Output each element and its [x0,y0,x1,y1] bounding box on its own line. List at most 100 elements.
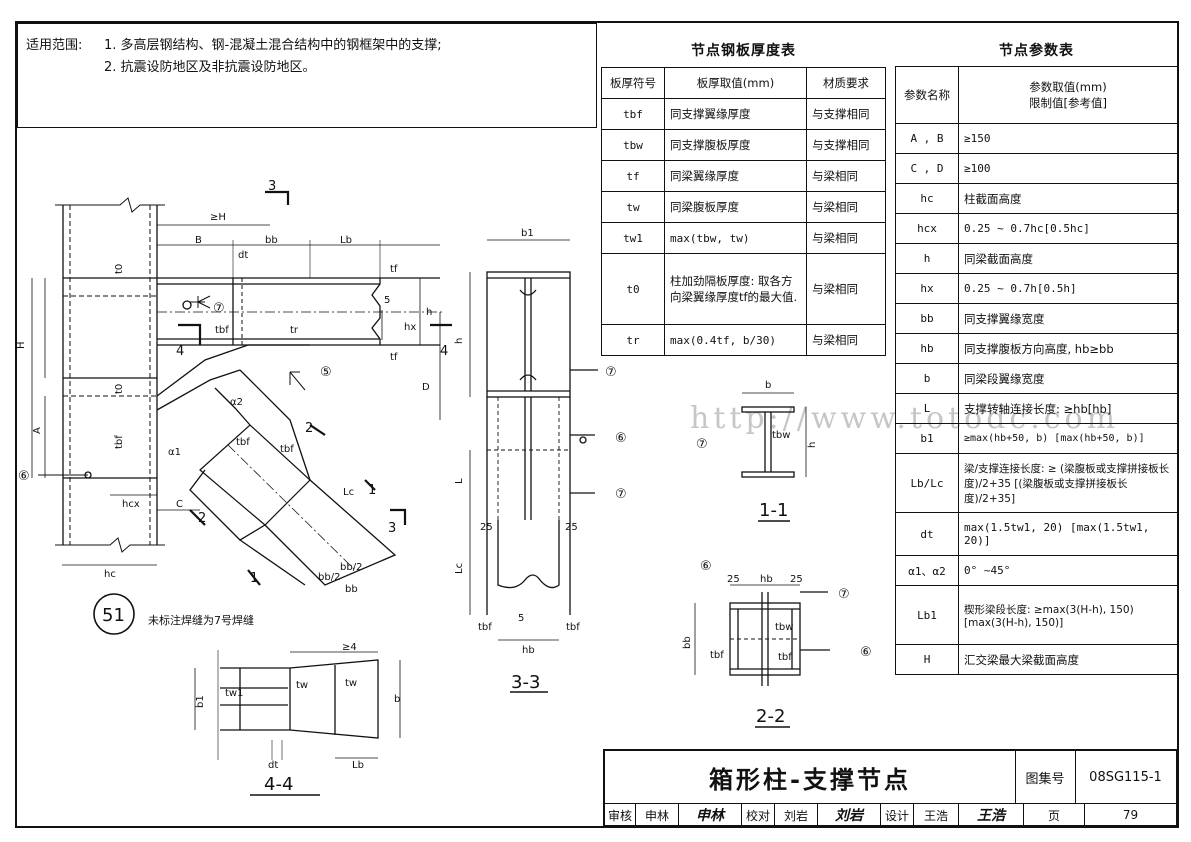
cell: tbw [601,129,665,161]
section-mark-4-left: 4 [176,344,184,359]
dim-B: B [195,235,202,246]
dim-tbf-33b: tbf [566,622,580,633]
cell: 梁/支撑连接长度: ≥ (梁腹板或支撑拼接板长度)/2+35 [(梁腹板或支撑拼… [958,453,1178,513]
section-mark-3-bot: 3 [388,521,396,536]
dim-tw1: tw1 [225,688,243,699]
dim-25-33a: 25 [480,522,493,533]
cell: 与梁相同 [806,222,886,254]
param-table-title: 节点参数表 [999,42,1074,59]
dim-gt4: ≥4 [342,642,357,653]
checker-signature: 刘岩 [818,804,881,826]
atlas-label: 图集号 [1015,751,1076,803]
cell: 同支撑腹板厚度 [664,129,807,161]
dim-bb-brace: bb [345,584,358,595]
cell: tf [601,160,665,192]
cell: max(tbw, tw) [664,222,807,254]
cell: 与支撑相同 [806,98,886,130]
cell: tbf [601,98,665,130]
dim-b-11: b [765,380,771,391]
design-label: 设计 [881,804,914,826]
section-3-3-labels: b1 h L Lc 25 25 5 tbf tbf hb 3-3 ⑦ ⑥ ⑦ [454,228,627,693]
cell: ≥max(hb+50, b) [max(hb+50, b)] [958,423,1178,454]
weld-5-main: ⑤ [320,365,332,380]
section-1-1-labels: b h tbw ⑦ 1-1 [696,380,818,521]
dim-tbf-col: tbf [114,435,125,449]
dim-tbw-11: tbw [772,430,790,441]
section-4-4 [194,650,401,796]
cell: ≥150 [958,123,1178,154]
dim-t0-top: t0 [114,264,125,274]
dim-Lc-33: Lc [454,563,465,574]
section-2-2-labels: hb 25 25 bb tbf tbf tbw ⑥ ⑦ ⑥ 2-2 [682,559,872,727]
dim-tw-44b: tw [345,678,357,689]
cell: tr [601,324,665,356]
dim-tbf-22b: tbf [778,652,792,663]
param-header-value-2: 限制值[参考值] [1029,96,1107,110]
weld-7-22: ⑦ [838,587,850,602]
scope-line-1: 1. 多高层钢结构、钢-混凝土混合结构中的钢框架中的支撑; [104,38,442,53]
designer-signature: 王浩 [959,804,1024,826]
dim-dt: dt [238,250,248,261]
cell: h [895,243,959,274]
cell: 楔形梁段长度: ≥max(3(H-h), 150) [max(3(H-h), 1… [958,585,1178,645]
designer-name: 王浩 [914,804,959,826]
dim-5-33: 5 [518,613,524,624]
dim-tbf-33a: tbf [478,622,492,633]
signature-row: 审核 申林 申林 校对 刘岩 刘岩 设计 王浩 王浩 页 79 [605,803,1176,826]
cell: b [895,363,959,394]
node-number: 51 [102,605,125,626]
check-label: 校对 [742,804,775,826]
view-2-2-label: 2-2 [756,706,785,727]
cell: 汇交梁最大梁截面高度 [958,644,1178,675]
dim-bb2-2: bb/2 [340,562,362,573]
cell: L [895,393,959,424]
weld-7-33a: ⑦ [605,365,617,380]
cell: H [895,644,959,675]
cell: 与支撑相同 [806,129,886,161]
dim-C: C [176,499,183,510]
section-mark-4-right: 4 [440,344,448,359]
dim-25-22a: 25 [727,574,740,585]
section-mark-2-top: 2 [305,421,313,436]
section-mark-1-bot: 1 [250,571,258,586]
view-4-4-label: 4-4 [264,774,293,795]
cell: 0° ~45° [958,555,1178,586]
review-label: 审核 [605,804,636,826]
main-elevation-labels: B bb Lb ≥H 3 H A t0 t0 tbf dt tbf tr tf … [16,179,448,595]
cell: 与梁相同 [806,160,886,192]
thickness-table-title: 节点钢板厚度表 [691,43,796,59]
dim-t0-mid: t0 [114,384,125,394]
dim-tbf-brace-1: tbf [236,437,250,448]
dim-b1-44: b1 [195,695,206,708]
table-row: A , B≥150 [895,123,1178,154]
cell: 与梁相同 [806,191,886,223]
cell: 与梁相同 [806,253,886,325]
cell: 柱截面高度 [958,183,1178,214]
thickness-header-value: 板厚取值(mm) [664,67,807,99]
dim-gtH: ≥H [210,212,226,223]
cell: 同梁腹板厚度 [664,191,807,223]
section-2-2 [694,584,830,728]
cell: 柱加劲隔板厚度: 取各方向梁翼缘厚度tf的最大值. [664,253,807,325]
weld-6-33: ⑥ [615,431,627,446]
cell: tw1 [601,222,665,254]
dim-tf-top: tf [390,264,398,275]
checker-name: 刘岩 [775,804,818,826]
dim-dt-44: dt [268,760,278,771]
dim-hb-33: hb [522,645,535,656]
cell: hb [895,333,959,364]
dim-bb2-1: bb/2 [318,572,340,583]
atlas-number: 08SG115-1 [1089,769,1162,785]
cell: dt [895,512,959,556]
dim-tw-44a: tw [296,680,308,691]
section-mark-1-top: 1 [368,483,376,498]
